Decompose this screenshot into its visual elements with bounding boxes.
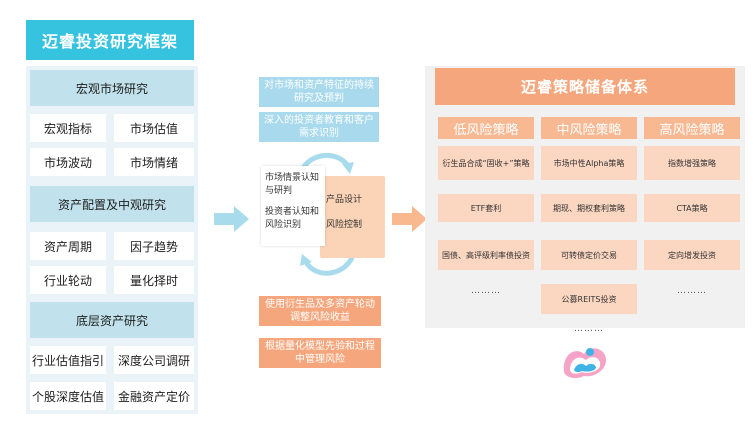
cell-market-valuation: 市场估值 (114, 114, 194, 142)
strategy-item: 市场中性Alpha策略 (541, 146, 637, 180)
logo-icon (563, 348, 606, 379)
more-dots: ……… (471, 286, 501, 296)
cell-quant-timing: 量化择时 (114, 266, 194, 294)
section-header-underlying: 底层资产研究 (30, 302, 194, 338)
section-header-macro: 宏观市场研究 (30, 70, 194, 106)
note-quant-risk: 根据量化模型先验和过程中管理风险 (259, 338, 381, 368)
flow-arrow-orange-icon (392, 206, 427, 232)
cell-macro-indicators: 宏观指标 (30, 114, 106, 142)
strategy-item: 指数增强策略 (644, 146, 740, 180)
cell-stock-valuation: 个股深度估值 (30, 382, 106, 410)
right-title: 迈睿策略储备体系 (435, 68, 735, 105)
note-investor-education: 深入的投资者教育和客户需求识别 (259, 112, 379, 142)
cell-factor-trend: 因子趋势 (114, 232, 194, 260)
cell-sector-rotation: 行业轮动 (30, 266, 106, 294)
strategy-item: 国债、高评级利率债投资 (438, 240, 534, 270)
strategy-item: CTA策略 (644, 194, 740, 222)
risk-header-low: 低风险策略 (438, 117, 534, 139)
flow-design-label: 产品设计 (326, 195, 363, 205)
cell-asset-cycle: 资产周期 (30, 232, 106, 260)
flow-risk-label: 风险控制 (326, 220, 363, 230)
left-title: 迈睿投资研究框架 (26, 20, 194, 60)
risk-header-high: 高风险策略 (644, 117, 740, 139)
flow-arrow-blue-icon (214, 206, 249, 232)
flow-box-design: 产品设计 风险控制 (320, 176, 385, 258)
flow-scenario-label: 市场情景认知与研判 (265, 173, 320, 196)
strategy-item: ETF套利 (438, 194, 534, 222)
strategy-item: 期现、期权套利策略 (541, 194, 637, 222)
note-derivatives: 使用衍生品及多资产轮动调整风险收益 (259, 296, 381, 326)
more-dots: ……… (677, 286, 707, 296)
risk-header-medium: 中风险策略 (541, 117, 637, 139)
note-market-research: 对市场和资产特征的持续研究及预判 (259, 77, 379, 107)
strategy-item: 可转债定价交易 (541, 240, 637, 270)
cell-company-research: 深度公司调研 (114, 346, 194, 374)
cell-market-sentiment: 市场情绪 (114, 148, 194, 176)
flow-investor-label: 投资者认知和风险识别 (265, 207, 320, 230)
cycle-arrow-bottom-icon (300, 251, 357, 276)
strategy-item: 公募REITS投资 (541, 284, 637, 314)
cell-sector-valuation-guide: 行业估值指引 (30, 346, 106, 374)
cell-asset-pricing: 金融资产定价 (114, 382, 194, 410)
cell-market-volatility: 市场波动 (30, 148, 106, 176)
section-header-allocation: 资产配置及中观研究 (30, 186, 194, 222)
more-dots: ……… (574, 324, 604, 334)
flow-box-cognition: 市场情景认知与研判 投资者认知和风险识别 (261, 166, 325, 246)
strategy-item: 衍生品合成“固收+”策略 (438, 146, 534, 180)
strategy-item: 定向增发投资 (644, 240, 740, 270)
